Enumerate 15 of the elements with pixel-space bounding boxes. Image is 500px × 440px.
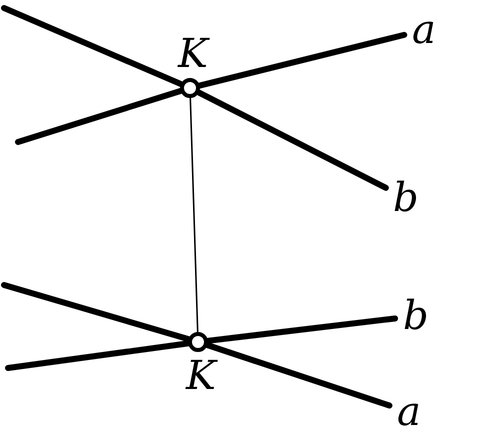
junction-label: K bbox=[186, 356, 216, 396]
line bbox=[196, 90, 389, 191]
line-label: b bbox=[393, 178, 419, 218]
connector-line bbox=[190, 97, 198, 333]
line bbox=[5, 340, 192, 371]
line-label: a bbox=[412, 10, 436, 50]
line bbox=[204, 342, 392, 409]
line-label: b bbox=[403, 296, 429, 336]
line bbox=[204, 315, 398, 344]
line-label: a bbox=[397, 392, 421, 432]
junction-label: K bbox=[178, 34, 208, 74]
line bbox=[15, 88, 184, 145]
line bbox=[196, 32, 408, 89]
line bbox=[1, 5, 184, 88]
line bbox=[1, 282, 192, 342]
